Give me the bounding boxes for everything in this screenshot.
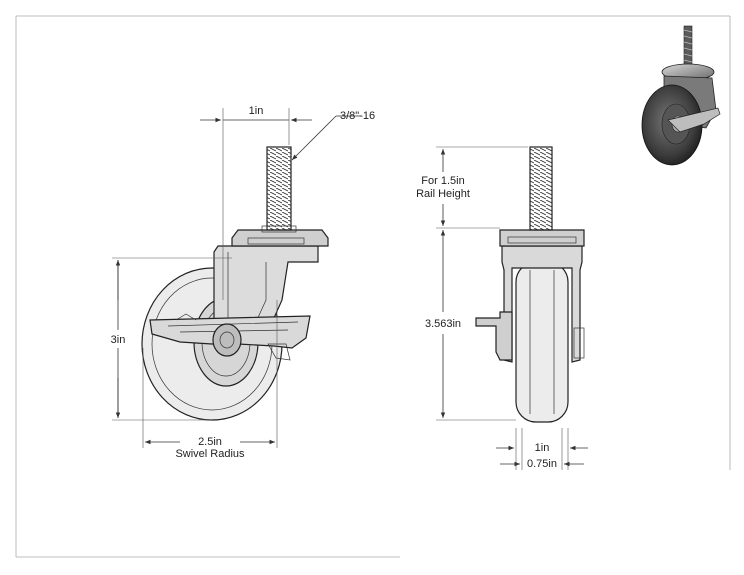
- side-top-plate: [499, 229, 585, 247]
- caster-iso-render-icon: [641, 25, 721, 166]
- dim-thread-spec: 3/8"-16: [340, 110, 375, 122]
- dim-swivel-radius-label: Swivel Radius: [175, 448, 245, 460]
- front-threaded-stem: [266, 146, 292, 231]
- dim-swivel-radius-value: 2.5in: [198, 436, 222, 448]
- front-axle-bolt: [212, 323, 242, 357]
- dim-rail-height-line2: Rail Height: [416, 188, 470, 200]
- dim-side-height: 3.563in: [425, 318, 461, 330]
- dim-tread-width: 0.75in: [527, 458, 557, 470]
- side-view: For 1.5in Rail Height 3.563in 1in 0.75in: [416, 146, 588, 470]
- sheet-border: [15, 15, 731, 558]
- dim-rail-height-line1: For 1.5in: [421, 175, 464, 187]
- dim-overall-height: 3in: [111, 334, 126, 346]
- dim-wheel-width: 1in: [535, 442, 550, 454]
- side-wheel: [515, 261, 569, 423]
- front-view: 1in 3/8"-16 3in 2.5in Swivel Radius: [111, 105, 375, 460]
- side-brake-lever: [475, 311, 513, 361]
- dim-stem-width: 1in: [249, 105, 264, 117]
- side-threaded-stem: [529, 146, 553, 231]
